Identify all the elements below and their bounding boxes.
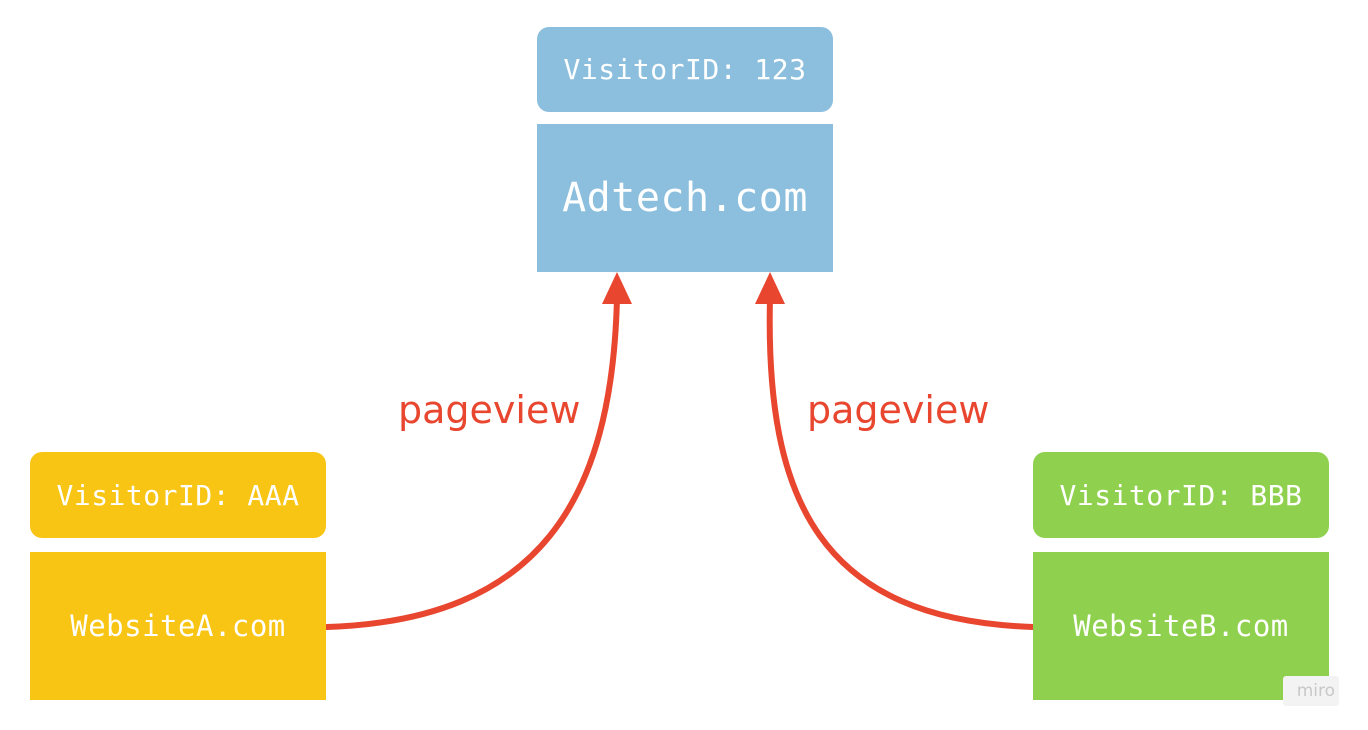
edge-label-b: pageview [807, 388, 990, 432]
arrowhead-b [755, 272, 785, 304]
website-a-visitor-id-tag: VisitorID: AAA [30, 452, 326, 538]
miro-watermark: miro [1283, 676, 1339, 706]
adtech-node: Adtech.com [537, 124, 833, 272]
arrowhead-a [602, 272, 632, 304]
arrow-b-to-adtech [766, 295, 1036, 630]
website-a-node: WebsiteA.com [30, 552, 326, 700]
adtech-visitor-id-tag: VisitorID: 123 [537, 27, 833, 112]
website-b-node: WebsiteB.com [1033, 552, 1329, 700]
website-b-visitor-id-tag: VisitorID: BBB [1033, 452, 1329, 538]
edge-label-a: pageview [398, 388, 581, 432]
arrow-a-to-adtech [324, 295, 620, 630]
